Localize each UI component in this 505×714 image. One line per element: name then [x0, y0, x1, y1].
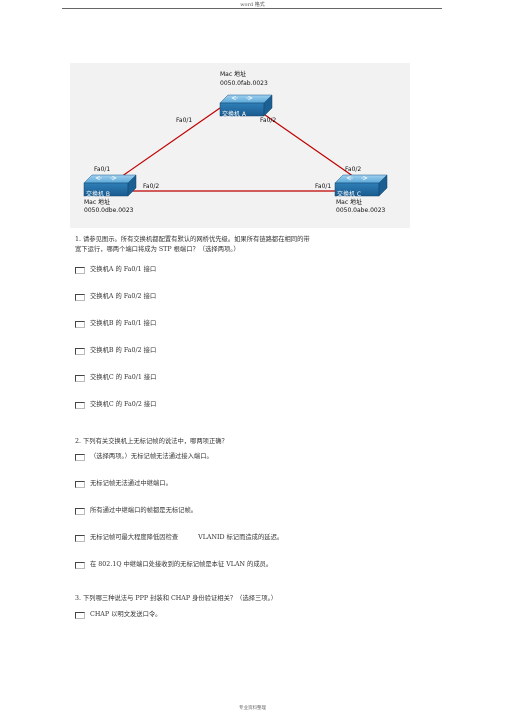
checkbox[interactable] — [75, 562, 85, 569]
switch-b-port-fa0-2: Fa0/2 — [143, 183, 160, 190]
page-header: word 格式 — [240, 2, 265, 8]
q1-text-line2: 宽下运行，哪两个端口将成为 STP 根端口？（选择两项。） — [75, 246, 240, 253]
network-diagram: Mac 地址 0050.0fab.0023 交换机 A Fa0/1 Fa0/2 … — [70, 63, 410, 228]
q2-text-line1: 2. 下列有关交换机上无标记帧的说法中，哪两项正确？ — [75, 438, 228, 445]
switch-c-port-fa0-2: Fa0/2 — [345, 166, 362, 173]
q1-text-line1: 1. 请参见图示。所有交换机都配置有默认的网桥优先级。如果所有链路都在相同的带 — [75, 236, 310, 243]
switch-a-icon — [219, 94, 273, 117]
switch-b-port-fa0-1: Fa0/1 — [94, 166, 111, 173]
checkbox[interactable] — [75, 348, 85, 355]
checkbox[interactable] — [75, 481, 85, 488]
switch-a-port-fa0-2: Fa0/2 — [260, 117, 277, 124]
header-divider — [62, 8, 442, 9]
checkbox[interactable] — [75, 612, 85, 619]
checkbox[interactable] — [75, 375, 85, 382]
q3-text-line1: 3. 下列哪三种说法与 PPP 封装和 CHAP 身份验证相关？（选择三项。） — [75, 595, 278, 602]
switch-a-port-fa0-1: Fa0/1 — [176, 117, 193, 124]
switch-c-icon — [334, 174, 388, 197]
switch-a-mac-label: Mac 地址 — [220, 71, 247, 78]
link-a-c — [254, 107, 371, 189]
switch-b-mac-label: Mac 地址 — [84, 199, 111, 206]
checkbox[interactable] — [75, 402, 85, 409]
checkbox[interactable] — [75, 321, 85, 328]
checkbox[interactable] — [75, 267, 85, 274]
switch-c-mac-label: Mac 地址 — [336, 199, 363, 206]
switch-c-mac: 0050.0abe.0023 — [336, 207, 386, 214]
switch-c-name: 交换机 C — [337, 191, 362, 198]
switch-b-name: 交换机 B — [86, 191, 111, 198]
switch-a-name: 交换机 A — [222, 111, 247, 118]
diagram-svg — [83, 94, 388, 197]
link-a-b — [104, 107, 221, 189]
checkbox[interactable] — [75, 294, 85, 301]
checkbox[interactable] — [75, 508, 85, 515]
switch-b-icon — [83, 174, 137, 197]
switch-a-mac: 0050.0fab.0023 — [220, 80, 268, 87]
page-footer: 专业资料整理 — [239, 706, 266, 711]
checkbox[interactable] — [75, 454, 85, 461]
checkbox[interactable] — [75, 535, 85, 542]
switch-b-mac: 0050.0dbe.0023 — [84, 207, 134, 214]
switch-c-port-fa0-1: Fa0/1 — [315, 183, 332, 190]
